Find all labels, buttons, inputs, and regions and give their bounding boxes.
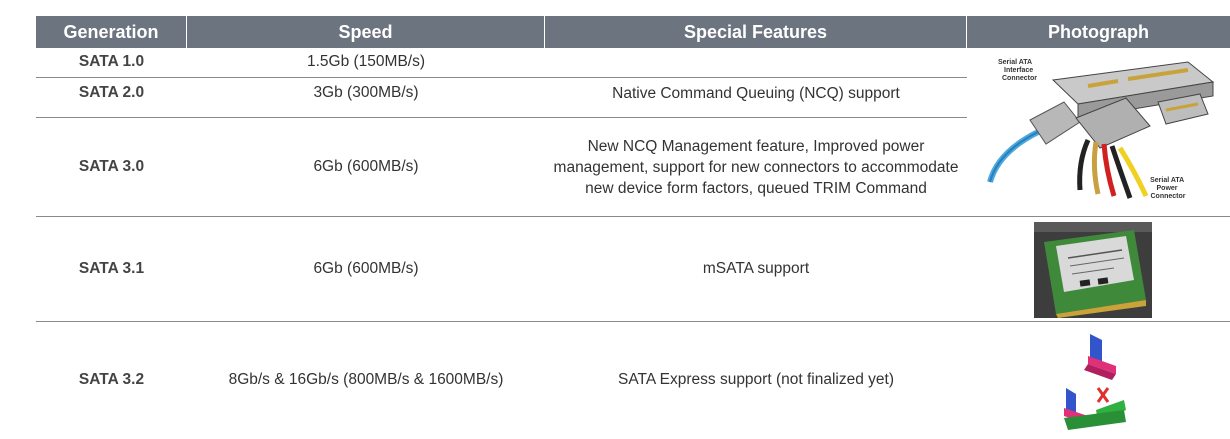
header-speed: Speed [187,16,545,48]
svg-text:Serial ATA Interface: Serial ATA Interface Connector [998,59,1037,82]
generation-cell: SATA 3.2 [78,370,145,388]
table-row: SATA 1.0 1.5Gb (150MB/s) [36,48,967,76]
photo-label-interface-3: Connector [1002,75,1037,82]
table-row: SATA 3.0 6Gb (600MB/s) New NCQ Managemen… [36,118,967,216]
row-divider [36,77,967,78]
speed-cell: 3Gb (300MB/s) [313,84,419,101]
speed-cell: 1.5Gb (150MB/s) [306,53,426,70]
photo-label-interface-1: Serial ATA [998,59,1032,66]
photo-label-power-2: Power [1157,185,1178,192]
generation-cell: SATA 2.0 [78,84,145,101]
photo-label-interface-2: Interface [1004,67,1033,74]
generation-cell: SATA 3.1 [78,259,145,277]
features-cell: SATA Express support (not finalized yet) [618,371,894,388]
row-divider [36,216,1230,217]
speed-cell: 6Gb (600MB/s) [313,158,419,175]
svg-text:Serial ATA Power: Serial ATA Power Connector [1150,177,1186,200]
features-cell [545,48,967,76]
msata-photo [1034,222,1152,318]
generation-cell: SATA 1.0 [78,53,145,70]
features-cell: Native Command Queuing (NCQ) support [612,84,900,102]
table-header: Generation Speed Special Features Photog… [36,16,1230,48]
header-generation: Generation [36,16,187,48]
photo-label-power-1: Serial ATA [1150,177,1184,184]
photo-label-power-3: Connector [1151,193,1186,200]
sata-connectors-photo: Serial ATA Interface Connector Serial AT… [968,52,1230,212]
table-row: SATA 2.0 3Gb (300MB/s) Native Command Qu… [36,78,967,108]
generation-cell: SATA 3.0 [78,158,145,175]
row-divider [36,117,967,118]
speed-cell: 8Gb/s & 16Gb/s (800MB/s & 1600MB/s) [228,370,504,388]
header-special-features: Special Features [545,16,967,48]
sata-generations-table: Generation Speed Special Features Photog… [36,16,1230,430]
table-row: SATA 3.1 6Gb (600MB/s) mSATA support [36,217,967,320]
features-cell: mSATA support [702,260,810,277]
header-photograph: Photograph [1048,21,1149,42]
table-row: SATA 3.2 8Gb/s & 16Gb/s (800MB/s & 1600M… [36,322,967,437]
row-divider [36,321,1230,322]
sata-express-photo [1054,330,1134,434]
speed-cell: 6Gb (600MB/s) [313,259,419,277]
features-cell: New NCQ Management feature, Improved pow… [553,137,959,197]
